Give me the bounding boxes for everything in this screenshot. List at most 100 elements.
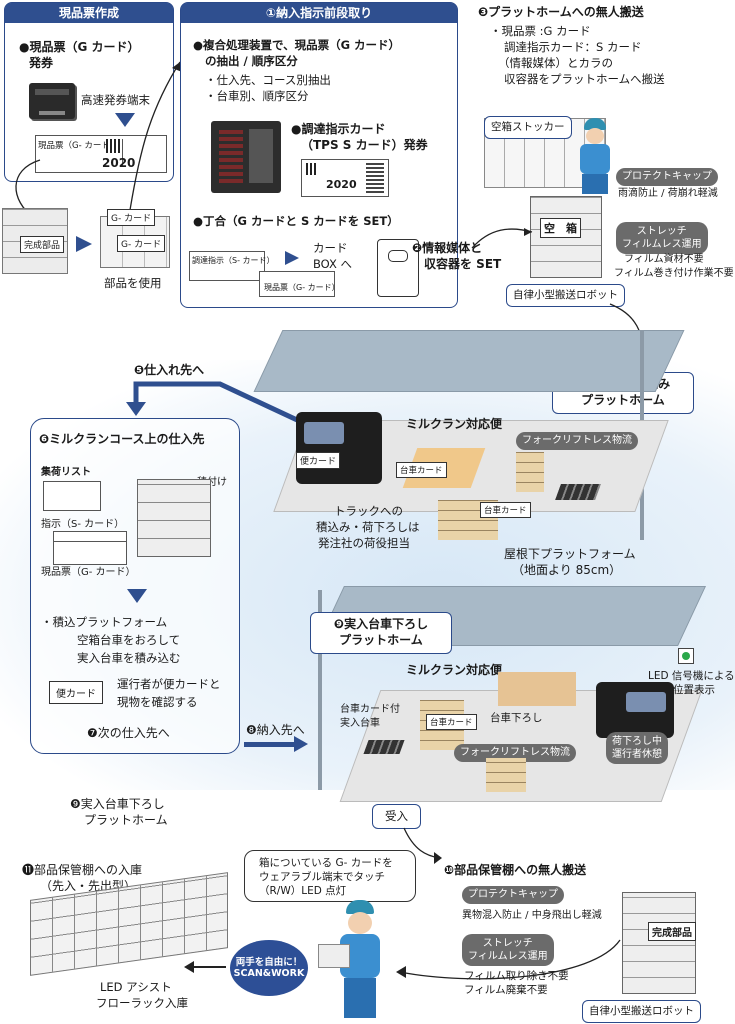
genpinhyo-bullet: ●現品票（G カード） bbox=[19, 40, 140, 54]
panel-nonyu-title: ①納入指示前段取り bbox=[181, 3, 457, 23]
step3-title: ❸プラットホームへの無人搬送 bbox=[478, 5, 644, 19]
s-card-year: 2020 bbox=[326, 178, 357, 191]
milkrun-bottom-label: ミルクラン対応便 bbox=[406, 663, 503, 677]
protect-cap-desc: 雨滴防止 / 荷崩れ軽減 bbox=[618, 188, 718, 199]
step9-plain-l2: プラットホーム bbox=[84, 813, 168, 827]
down-arrow-icon bbox=[115, 113, 135, 127]
led-signal-icon bbox=[678, 648, 694, 664]
dark-carts-upper bbox=[555, 484, 601, 500]
unload-label: 台車下ろし bbox=[490, 712, 543, 724]
truck-icon-upper bbox=[296, 412, 382, 484]
truck-note-2: 積込み・荷下ろしは bbox=[316, 520, 420, 534]
nonyu-line4: ・台車別、順序区分 bbox=[205, 89, 309, 103]
forkliftless-top-pill: フォークリフトレス物流 bbox=[516, 432, 638, 450]
processing-machine-icon bbox=[211, 121, 281, 193]
loading-label: 積付け bbox=[197, 477, 227, 488]
worker-icon bbox=[572, 118, 616, 196]
truck-note-3: 発注社の荷役担当 bbox=[318, 536, 410, 550]
orange-container bbox=[498, 672, 576, 706]
step9-plain-l1: ❾実入台車下ろし bbox=[70, 797, 165, 811]
scan-badge-2: SCAN&WORK bbox=[233, 968, 305, 979]
panel-genpinhyo: 現品票作成 ●現品票（G カード） 発券 高速発券端末 現品票（G- カード） … bbox=[4, 2, 174, 182]
speech-l3: （R/W）LED 点灯 bbox=[259, 885, 347, 897]
milkrun-panel-title: ❻ミルクランコース上の仕入先 bbox=[39, 432, 205, 446]
stretch-desc2: フィルム巻き付け作業不要 bbox=[614, 268, 734, 279]
unload-wait-pill: 荷下ろし中 運行者休憩 bbox=[606, 732, 668, 764]
step10-protect-desc: 異物混入防止 / 中身飛出し軽減 bbox=[462, 910, 602, 921]
scan-badge-1: 両手を自由に！ bbox=[235, 957, 303, 968]
terminal-label: 高速発券端末 bbox=[81, 93, 150, 107]
parts-box: G- カード G- カード bbox=[100, 209, 170, 268]
pallet-stack-lower-2 bbox=[486, 758, 526, 792]
worker-to-rack-arrowhead bbox=[184, 961, 194, 973]
bin-card-sample: 便カード bbox=[49, 681, 103, 704]
stretch-pill-l1: ストレッチ bbox=[636, 226, 687, 237]
bin-desc-2: 現物を確認する bbox=[117, 695, 198, 709]
completed-parts-label: 完成部品 bbox=[20, 236, 65, 253]
cart-card-tag-3: 台車カード bbox=[426, 714, 477, 730]
g-card-stack: 現品票（G- カード） bbox=[259, 271, 340, 297]
robot-cart-bottom bbox=[622, 892, 696, 994]
step9-box-l1: ❾実入台車下ろし bbox=[333, 617, 429, 631]
step3-l4: 収容器をプラットホームへ搬送 bbox=[504, 72, 665, 86]
step3-l3: （情報媒体）とカラの bbox=[498, 56, 613, 70]
platform-line3: 実入台車を積み込む bbox=[77, 651, 181, 665]
step10-robot-label: 自律小型搬送ロボット bbox=[582, 1000, 701, 1023]
step10-stretch-l1: ストレッチ bbox=[482, 938, 533, 949]
roof-platform-1: 屋根下プラットフォーム bbox=[504, 547, 636, 561]
step10-protect-pill: プロテクトキャップ bbox=[462, 886, 564, 904]
bin-card-tag-truck: 便カード bbox=[296, 452, 341, 469]
step2-l2: 収容器を SET bbox=[424, 257, 502, 271]
empty-box-label: 空 箱 bbox=[540, 218, 581, 238]
g-card-year: 2020 bbox=[102, 156, 136, 170]
qr-icon bbox=[106, 139, 120, 153]
dark-carts-lower bbox=[363, 740, 405, 754]
speech-l2: ウェアラブル端末でタッチ bbox=[259, 871, 385, 883]
pallet-stack-upper bbox=[516, 452, 544, 492]
step4-l2: プラットホーム bbox=[581, 393, 665, 407]
card-box-label-1: カード bbox=[313, 241, 348, 255]
bin-desc-1: 運行者が便カードと bbox=[117, 677, 221, 691]
loading-cart-icon bbox=[137, 479, 211, 557]
step11-l1: ⓫部品保管棚への入庫 bbox=[22, 863, 143, 877]
speech-bubble: 箱についている G- カードを ウェアラブル端末でタッチ （R/W）LED 点灯 bbox=[244, 850, 416, 902]
card-box-icon bbox=[377, 239, 419, 297]
cart-card-tag-1: 台車カード bbox=[396, 462, 447, 478]
nonyu-line3: ・仕入先、コース別抽出 bbox=[205, 73, 331, 87]
speech-l1: 箱についている G- カードを bbox=[259, 857, 393, 869]
step8-label: ❽納入先へ bbox=[246, 723, 305, 737]
scan-badge: 両手を自由に！ SCAN&WORK bbox=[230, 940, 308, 996]
panel-genpinhyo-title: 現品票作成 bbox=[5, 3, 173, 23]
step8-arrow-shaft bbox=[244, 742, 296, 747]
completed-parts-stack: 完成部品 bbox=[2, 208, 68, 274]
platform-line2: 空箱台車をおろして bbox=[77, 633, 181, 647]
stocker-label: 空箱ストッカー bbox=[484, 116, 572, 139]
unload-wait-1: 荷下ろし中 bbox=[612, 736, 662, 747]
card-box-label-2: BOX へ bbox=[313, 257, 353, 271]
shiji-label: 指示（S- カード） bbox=[41, 519, 125, 530]
s-card-sample: 2020 bbox=[301, 159, 389, 197]
genpin-label: 現品票（G- カード） bbox=[41, 567, 136, 578]
step3-l1: ・現品票 :G カード bbox=[490, 24, 591, 38]
panel-nonyu-shiji: ①納入指示前段取り ●複合処理装置で、現品票（G カード） の抽出 / 順序区分… bbox=[180, 2, 458, 308]
step11-rack-1: LED アシスト bbox=[100, 980, 172, 994]
forkliftless-bottom-pill: フォークリフトレス物流 bbox=[454, 744, 576, 762]
led-signal-1: LED 信号機による bbox=[648, 670, 735, 682]
truck-note-1: トラックへの bbox=[334, 504, 403, 518]
cart-with-card-1: 台車カード付 bbox=[340, 704, 400, 715]
use-parts-label: 部品を使用 bbox=[104, 276, 162, 290]
s-card-title: ●調達指示カード bbox=[291, 122, 386, 136]
genpinhyo-bullet2: 発券 bbox=[29, 56, 54, 70]
g-card-tag-1: G- カード bbox=[107, 209, 156, 226]
step5-label: ❺仕入れ先へ bbox=[134, 363, 205, 377]
milkrun-top-label: ミルクラン対応便 bbox=[406, 417, 503, 431]
unload-wait-2: 運行者休憩 bbox=[612, 749, 662, 760]
genpin-card bbox=[53, 541, 127, 565]
step10-completed: 完成部品 bbox=[648, 922, 696, 941]
cart-card-tag-2: 台車カード bbox=[480, 502, 531, 518]
worker-icon-lower bbox=[318, 900, 388, 1020]
pickup-list-card bbox=[43, 481, 101, 511]
panel-milkrun-supplier: ❻ミルクランコース上の仕入先 集荷リスト 積付け 指示（S- カード） 2020… bbox=[30, 418, 240, 754]
receive-box: 受入 bbox=[372, 804, 421, 829]
right-arrow-icon-2 bbox=[285, 251, 299, 265]
